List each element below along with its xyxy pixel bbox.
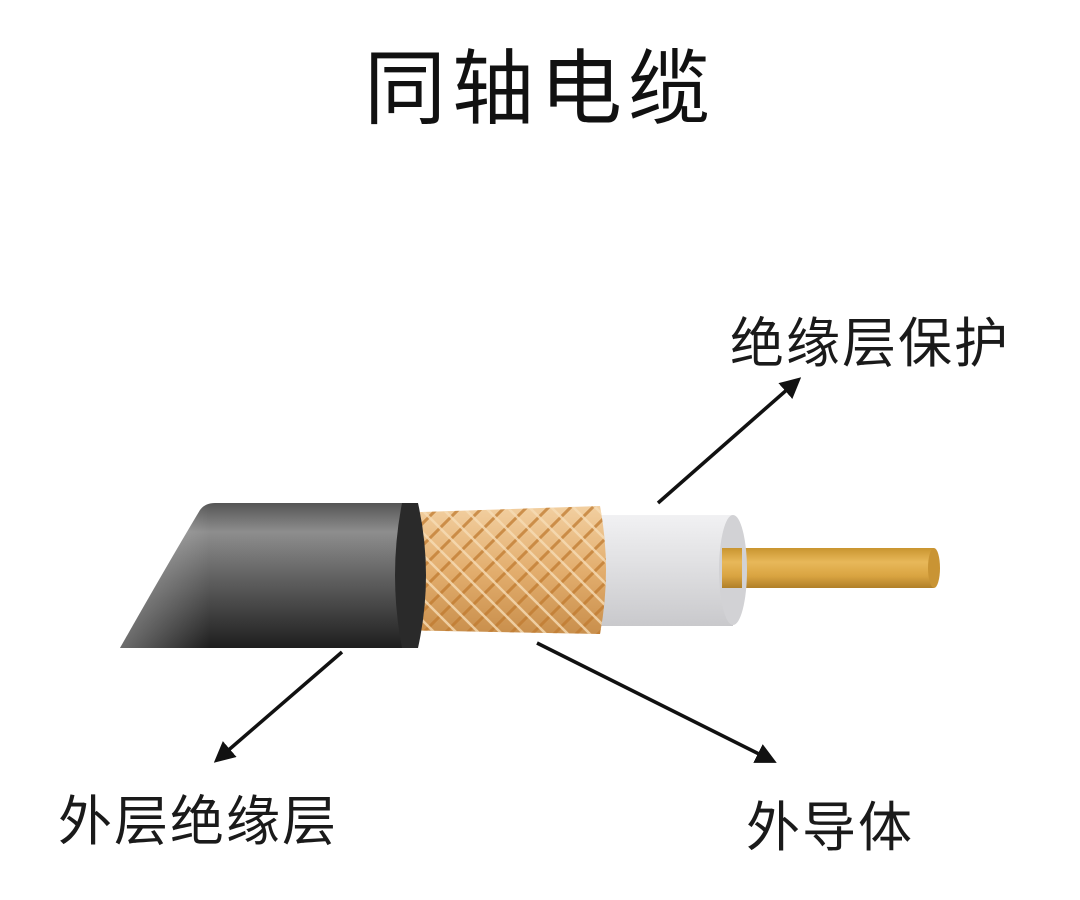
center-conductor	[722, 548, 940, 588]
diagram-title: 同轴电缆	[363, 42, 716, 137]
arrow-insulation-protection	[656, 377, 802, 505]
dielectric-insulator	[588, 515, 747, 626]
label-outer-jacket: 外层绝缘层	[58, 790, 338, 853]
braided-shield	[392, 506, 606, 634]
arrow-outer-conductor	[536, 641, 777, 763]
arrow-outer-jacket	[213, 650, 344, 763]
outer-jacket	[120, 503, 426, 648]
label-outer-conductor: 外导体	[746, 796, 914, 859]
label-insulation-protection: 绝缘层保护	[730, 312, 1010, 375]
